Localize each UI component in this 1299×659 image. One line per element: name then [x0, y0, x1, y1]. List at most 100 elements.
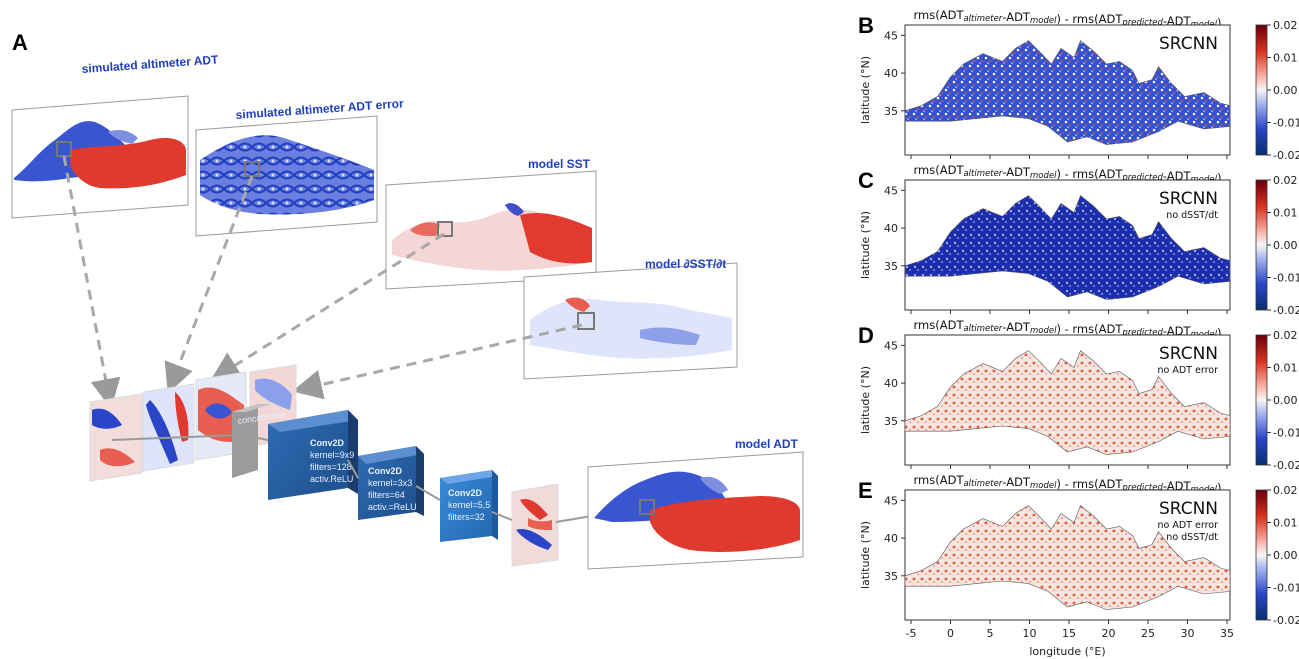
xtick-label: 20 [1102, 627, 1116, 640]
ytick-label: 35 [884, 570, 898, 583]
model-note: no ADT error [1158, 520, 1219, 531]
model-note: no dSST/dt [1166, 210, 1218, 221]
y-axis-label: latitude (°N) [859, 211, 872, 279]
sea-field [904, 40, 1231, 145]
model-note: no dSST/dt [1166, 532, 1218, 543]
colorbar-tick-label: 0.01 [1273, 517, 1298, 530]
conv1-activ: activ.ReLU [310, 474, 353, 484]
xtick-label: 25 [1141, 627, 1155, 640]
ytick-label: 40 [884, 222, 898, 235]
y-axis-label: latitude (°N) [859, 56, 872, 124]
sea-field [904, 195, 1231, 300]
colorbar-tick-label: -0.01 [1273, 427, 1299, 440]
sea-field [904, 505, 1231, 610]
conv-layer-3: Conv2D kernel=5,5 filters=32 [440, 470, 498, 542]
model-label: SRCNN [1159, 344, 1218, 364]
model-label: SRCNN [1159, 499, 1218, 519]
colorbar-tick-label: -0.02 [1273, 149, 1299, 162]
colorbar-tick-label: -0.01 [1273, 582, 1299, 595]
panel-title: rms(ADTaltimeter-ADTmodel) - rms(ADTpred… [914, 318, 1222, 340]
x-axis-label: longitude (°E) [1029, 645, 1105, 658]
conv2-kernel: kernel=3x3 [368, 478, 412, 488]
colorbar-tick-label: -0.02 [1273, 614, 1299, 627]
input-patches [89, 364, 297, 482]
ytick-label: 40 [884, 377, 898, 390]
conv-layer-2: Conv2D kernel=3x3 filters=64 activ.=ReLU [358, 446, 424, 520]
xtick-label: 15 [1062, 627, 1076, 640]
ytick-label: 45 [884, 339, 898, 352]
ytick-label: 35 [884, 260, 898, 273]
panel-letter: C [858, 168, 874, 193]
map-altimeter-adt: simulated altimeter ADT [11, 52, 219, 219]
colorbar-tick-label: 0.01 [1273, 52, 1298, 65]
label-altimeter-adt-error: simulated altimeter ADT error [235, 96, 404, 122]
map-model-adt: model ADT [587, 437, 804, 570]
colorbar-tick-label: 0.02 [1273, 19, 1298, 32]
colorbar-tick-label: 0.00 [1273, 84, 1298, 97]
ytick-label: 35 [884, 415, 898, 428]
colorbar-tick-label: 0.02 [1273, 484, 1298, 497]
output-patch [511, 483, 559, 567]
conv1-filters: filters=128 [310, 462, 352, 472]
conv3-filters: filters=32 [448, 512, 485, 522]
y-axis-label: latitude (°N) [859, 521, 872, 589]
model-label: SRCNN [1159, 34, 1218, 54]
panel-letter: D [858, 323, 874, 348]
sea-field [904, 350, 1231, 455]
conv3-name: Conv2D [448, 488, 483, 498]
colorbar-tick-label: -0.01 [1273, 272, 1299, 285]
colorbar-tick-label: 0.00 [1273, 239, 1298, 252]
map-model-dsst-dt: model ∂SST/∂t [523, 257, 738, 380]
label-model-sst: model SST [528, 157, 591, 171]
conv-layer-1: Conv2D kernel=9x9 filters=128 activ.ReLU [268, 410, 358, 500]
ytick-label: 45 [884, 494, 898, 507]
colorbar-tick-label: 0.01 [1273, 207, 1298, 220]
xtick-label: 0 [947, 627, 954, 640]
ytick-label: 45 [884, 184, 898, 197]
model-note: no ADT error [1158, 365, 1219, 376]
ytick-label: 35 [884, 105, 898, 118]
conv1-name: Conv2D [310, 438, 345, 448]
label-model-dsst-dt: model ∂SST/∂t [645, 257, 726, 271]
panel-letter: E [858, 478, 873, 503]
panel-a-letter: A [12, 30, 28, 55]
label-model-adt: model ADT [735, 437, 799, 451]
colorbar-tick-label: -0.01 [1273, 117, 1299, 130]
ytick-label: 45 [884, 29, 898, 42]
input-arrows [62, 155, 583, 409]
colorbar [1255, 179, 1268, 311]
concatenate-block: concatenate [232, 404, 287, 478]
ytick-label: 40 [884, 532, 898, 545]
colorbar-tick-label: 0.01 [1273, 362, 1298, 375]
xtick-label: 30 [1181, 627, 1195, 640]
colorbar [1255, 334, 1268, 466]
model-label: SRCNN [1159, 189, 1218, 209]
conv3-kernel: kernel=5,5 [448, 500, 490, 510]
panel-letter: B [858, 13, 874, 38]
colorbar-tick-label: -0.02 [1273, 459, 1299, 472]
conv1-kernel: kernel=9x9 [310, 450, 354, 460]
colorbar-tick-label: 0.00 [1273, 549, 1298, 562]
xtick-label: 10 [1023, 627, 1037, 640]
panel-title: rms(ADTaltimeter-ADTmodel) - rms(ADTpred… [914, 473, 1222, 495]
colorbar [1255, 489, 1268, 621]
xtick-label: -5 [906, 627, 917, 640]
colorbar-tick-label: 0.00 [1273, 394, 1298, 407]
conv2-filters: filters=64 [368, 490, 405, 500]
ytick-label: 40 [884, 67, 898, 80]
map-model-sst: model SST [385, 157, 597, 290]
conv2-activ: activ.=ReLU [368, 502, 417, 512]
colorbar-tick-label: 0.02 [1273, 174, 1298, 187]
map-altimeter-adt-error: simulated altimeter ADT error [195, 96, 404, 237]
xtick-label: 5 [987, 627, 994, 640]
colorbar [1255, 24, 1268, 156]
y-axis-label: latitude (°N) [859, 366, 872, 434]
label-altimeter-adt: simulated altimeter ADT [81, 52, 219, 76]
colorbar-tick-label: 0.02 [1273, 329, 1298, 342]
